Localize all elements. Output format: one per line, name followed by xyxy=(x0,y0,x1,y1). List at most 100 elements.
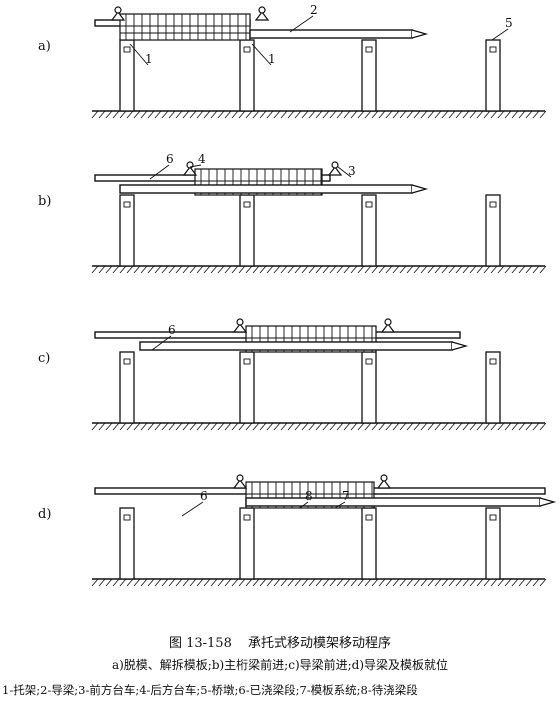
ground-hatch xyxy=(91,110,547,119)
formwork-ribs xyxy=(120,14,250,40)
pier-window xyxy=(365,514,373,521)
callout-label: 6 xyxy=(200,489,208,503)
pier-window xyxy=(243,358,251,365)
trolley xyxy=(376,479,392,489)
trolley-wheel xyxy=(384,318,392,326)
trolley xyxy=(232,479,248,489)
figure-subcaption: a)脱模、解拆模板;b)主桁梁前进;c)导梁前进;d)导梁及模板就位 xyxy=(111,658,449,672)
callout-label: 6 xyxy=(168,323,176,337)
panel-label: a) xyxy=(38,39,51,54)
callout-label: 6 xyxy=(166,152,174,166)
panel-3: c) 6 xyxy=(38,318,547,431)
bridge-pier xyxy=(239,39,255,112)
callout-leader xyxy=(491,28,509,41)
pier-window xyxy=(243,201,251,208)
formwork-ribs xyxy=(246,482,374,508)
trolley-wheel xyxy=(236,318,244,326)
callout-label: 2 xyxy=(310,3,318,17)
bridge-pier xyxy=(239,194,255,267)
figure-title-text: 承托式移动模架移动程序 xyxy=(248,636,392,651)
bridge-pier xyxy=(485,39,501,112)
trolley-wheel xyxy=(380,474,388,482)
guide-beam-nose xyxy=(539,497,557,507)
bridge-pier xyxy=(485,194,501,267)
callout-label: 1 xyxy=(268,52,276,66)
callout-leader xyxy=(299,501,309,509)
callout-leader xyxy=(189,164,202,168)
trolley-wheel xyxy=(331,161,339,169)
ground-hatch xyxy=(91,578,547,587)
construction-diagram: a) 1 2 1 5 b) 6 4 3 c) 6 d) 6 8 7 xyxy=(38,3,557,587)
panel-2: b) 6 4 3 xyxy=(38,152,547,274)
guide-beam-nose xyxy=(411,184,429,194)
trolley xyxy=(380,323,396,333)
callout-leader xyxy=(334,501,346,509)
bridge-pier xyxy=(485,351,501,424)
callout-leader xyxy=(149,164,170,180)
bridge-pier xyxy=(119,194,135,267)
figure-legend: 1-托架;2-导梁;3-前方台车;4-后方台车;5-桥墩;6-已浇梁段;7-模板… xyxy=(2,683,418,697)
panel-label: c) xyxy=(38,351,50,366)
pier-window xyxy=(489,46,497,53)
panel-label: d) xyxy=(38,507,51,522)
trolley xyxy=(327,166,343,176)
callout-label: 7 xyxy=(342,489,350,503)
formwork-ribs xyxy=(195,169,322,195)
callout-leader xyxy=(337,166,352,178)
callout-label: 8 xyxy=(305,489,313,503)
callout-label: 3 xyxy=(348,164,356,178)
pier-window xyxy=(489,514,497,521)
callout-leader xyxy=(181,501,204,517)
pier-window xyxy=(123,46,131,53)
pier-window xyxy=(365,201,373,208)
bridge-pier xyxy=(119,507,135,580)
trolley-wheel xyxy=(114,6,122,14)
panel-1: a) 1 2 1 5 xyxy=(38,3,547,119)
bridge-pier xyxy=(485,507,501,580)
panel-4: d) 6 8 7 xyxy=(38,474,557,587)
callout-leader xyxy=(129,43,149,66)
pier-window xyxy=(365,46,373,53)
formwork-system xyxy=(119,13,251,41)
trolley-wheel xyxy=(258,6,266,14)
guide-beam-nose xyxy=(451,341,469,351)
bridge-pier xyxy=(119,39,135,112)
bridge-pier xyxy=(119,351,135,424)
pier-window xyxy=(123,201,131,208)
bridge-pier xyxy=(361,39,377,112)
pier-window xyxy=(243,514,251,521)
ground-hatch xyxy=(91,265,547,274)
trolley-wheel xyxy=(236,474,244,482)
bridge-pier xyxy=(361,507,377,580)
pier-window xyxy=(489,201,497,208)
pier-window xyxy=(489,358,497,365)
callout-leader xyxy=(251,43,272,66)
trolley xyxy=(254,11,270,21)
figure-number: 图 13-158 xyxy=(168,636,232,651)
bridge-pier xyxy=(239,507,255,580)
trolley-wheel xyxy=(186,161,194,169)
guide-beam xyxy=(245,497,541,507)
guide-beam xyxy=(139,341,453,351)
figure-title: 图 13-158 承托式移动模架移动程序 xyxy=(0,632,560,651)
pier-window xyxy=(123,358,131,365)
callout-label: 1 xyxy=(145,52,153,66)
trolley xyxy=(110,11,126,21)
ground-hatch xyxy=(91,422,547,431)
pier-window xyxy=(243,46,251,53)
callout-label: 4 xyxy=(198,152,206,166)
guide-beam-nose xyxy=(411,29,429,39)
trolley xyxy=(182,166,198,176)
pier-window xyxy=(365,358,373,365)
bridge-pier xyxy=(239,351,255,424)
guide-beam xyxy=(119,184,413,194)
panel-label: b) xyxy=(38,194,51,209)
callout-leader xyxy=(151,335,172,351)
callout-leader xyxy=(289,15,314,33)
trolley xyxy=(232,323,248,333)
bridge-pier xyxy=(361,194,377,267)
diagram-stage: a) 1 2 1 5 b) 6 4 3 c) 6 d) 6 8 7 xyxy=(38,3,557,587)
bridge-pier xyxy=(361,351,377,424)
pier-window xyxy=(123,514,131,521)
callout-label: 5 xyxy=(505,16,513,30)
